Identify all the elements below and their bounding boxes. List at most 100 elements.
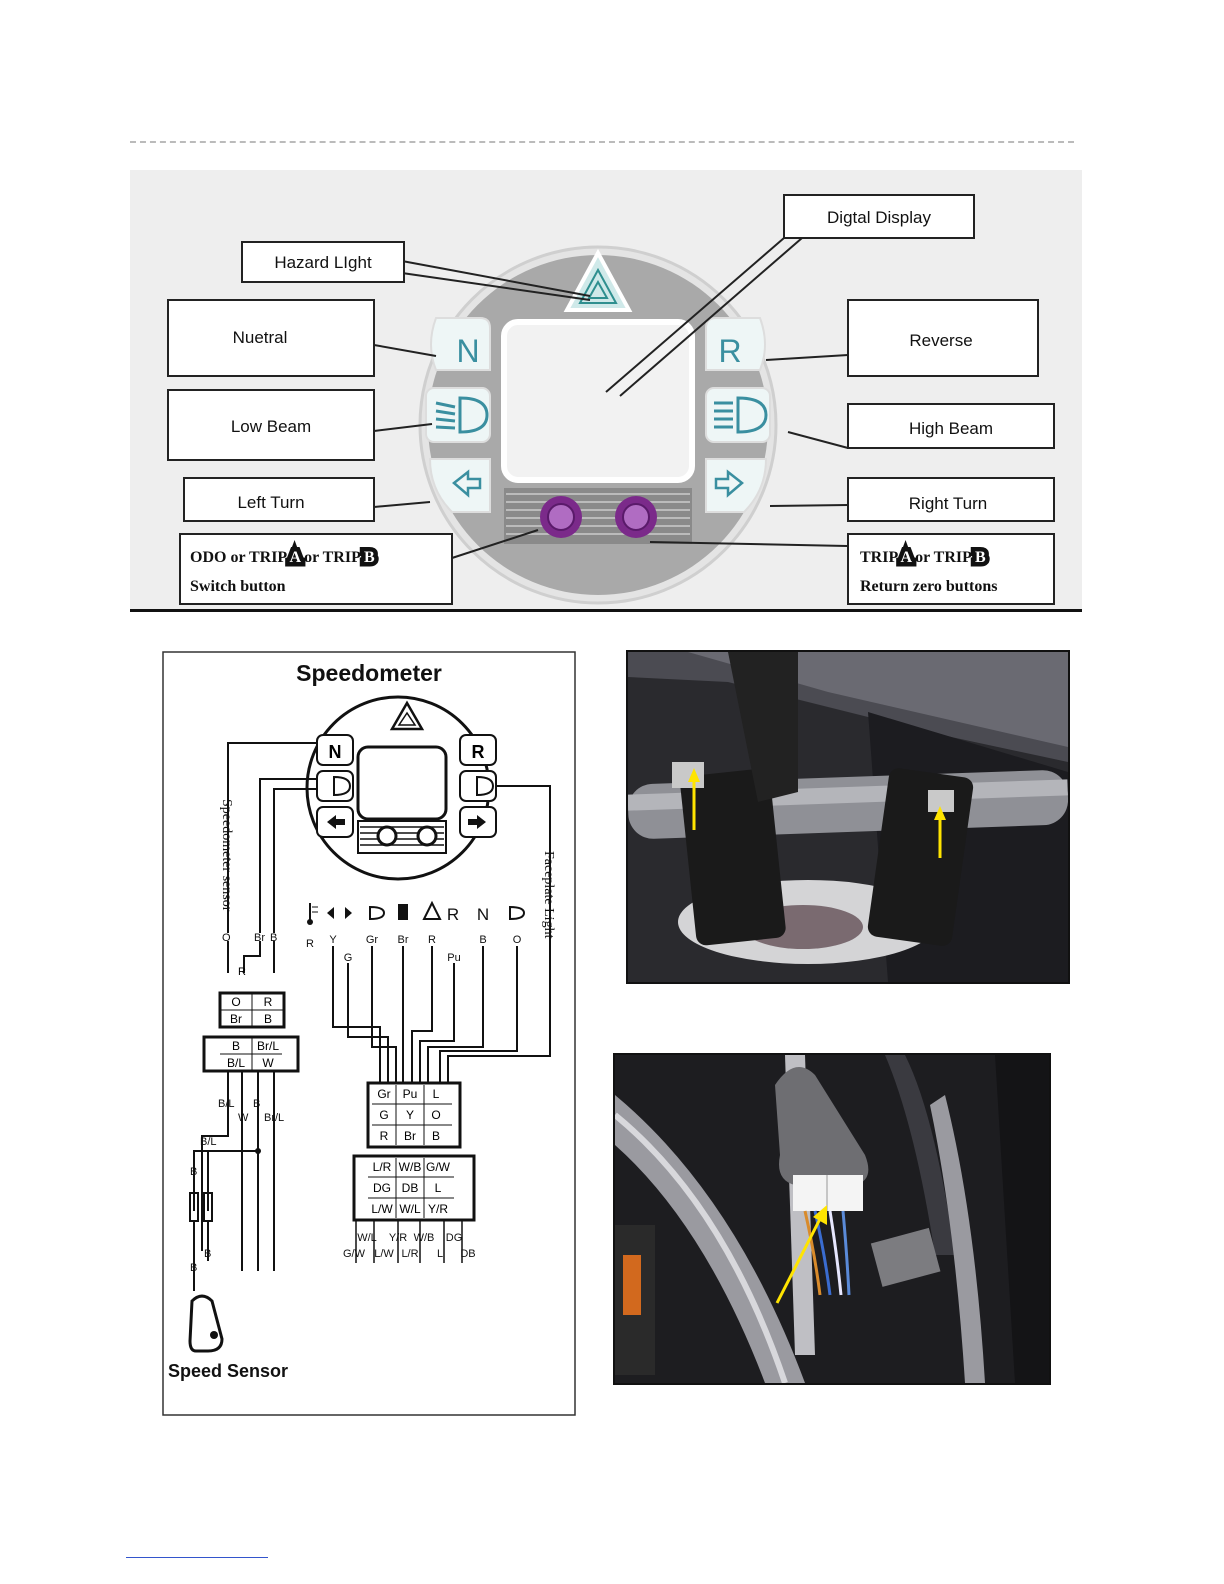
svg-text:W/B: W/B [399,1160,422,1174]
svg-text:L/W: L/W [371,1202,393,1216]
speed-sensor-label: Speed Sensor [168,1361,288,1381]
svg-text:Br: Br [404,1129,416,1143]
svg-text:R: R [306,938,314,950]
right-turn-indicator [705,458,768,513]
svg-text:Y/R: Y/R [428,1202,448,1216]
svg-text:O: O [513,934,522,946]
svg-text:Switch button: Switch button [190,578,286,595]
svg-text:B: B [190,1166,197,1178]
svg-text:DG: DG [373,1181,391,1195]
section-divider [130,609,1082,612]
sensor-harness [189,1071,275,1291]
svg-text:Pu: Pu [447,952,460,964]
highbeam-icon [509,905,526,921]
svg-text:ODO or TRIP A or T: ODO or TRIP A or TRIP B [190,549,375,566]
reverse-symbol: R [447,905,459,924]
warning-icon [422,900,442,920]
svg-text:B: B [264,1012,272,1026]
svg-text:O: O [222,932,231,944]
svg-text:Digtal Display: Digtal Display [827,208,931,227]
svg-text:B: B [190,1262,197,1274]
svg-text:DB: DB [460,1248,475,1260]
svg-text:B/L: B/L [200,1136,217,1148]
svg-text:B: B [253,1098,260,1110]
svg-text:G: G [379,1108,388,1122]
footnote-rule [126,1557,268,1558]
turn-signal-icon [327,907,352,919]
svg-text:B: B [270,932,277,944]
svg-text:O: O [431,1108,440,1122]
svg-text:N: N [329,742,342,762]
svg-text:Hazard LIght: Hazard LIght [274,253,372,272]
speed-sensor-icon [188,1294,224,1353]
svg-text:Y: Y [329,934,337,946]
leader-lines [373,237,849,559]
svg-text:DG: DG [446,1232,463,1244]
callout-reverse: Reverse [847,299,1039,377]
svg-text:R: R [264,995,273,1009]
svg-text:B/L: B/L [227,1056,245,1070]
svg-text:R: R [380,1129,389,1143]
svg-text:Right Turn: Right Turn [909,494,987,513]
callout-high-beam: High Beam [847,403,1055,449]
svg-text:W/L: W/L [399,1202,421,1216]
connector-harness [355,1220,463,1263]
svg-text:O: O [231,995,240,1009]
callout-hazard-light: Hazard LIght [241,241,405,283]
svg-text:Gr: Gr [366,934,379,946]
svg-text:G/W: G/W [426,1160,451,1174]
callout-reset-buttons: TRIP A or TRIP B Return zero buttons [847,533,1055,605]
svg-text:R: R [718,333,741,369]
reverse-indicator: R [705,317,766,371]
svg-text:B: B [432,1129,440,1143]
svg-text:R: R [238,966,246,978]
svg-text:L/R: L/R [373,1160,392,1174]
svg-text:Reverse: Reverse [909,331,972,350]
svg-text:L: L [433,1087,440,1101]
svg-text:Br/L: Br/L [257,1039,279,1053]
button-grille [504,488,692,544]
low-beam-indicator [425,387,491,443]
svg-text:Nuetral: Nuetral [233,328,288,347]
svg-text:B/L: B/L [218,1098,235,1110]
svg-text:L/R: L/R [401,1248,418,1260]
svg-text:W: W [238,1112,249,1124]
svg-text:R: R [428,934,436,946]
photo-wiring-connector [613,1053,1051,1385]
svg-text:Y: Y [406,1108,414,1122]
reset-button[interactable] [615,496,657,538]
switch-button[interactable] [540,496,582,538]
svg-text:R: R [472,742,485,762]
svg-text:Left Turn: Left Turn [237,493,304,512]
sensor-label: Speedometer sensor [219,799,234,912]
svg-text:Low Beam: Low Beam [231,417,311,436]
svg-text:B: B [232,1039,240,1053]
svg-text:N: N [456,333,479,369]
svg-text:Br: Br [254,932,265,944]
callout-low-beam: Low Beam [167,389,375,461]
temperature-icon [307,903,318,925]
speedometer-head-icon: N R [305,695,497,881]
callout-digital-display: Digtal Display [783,194,975,239]
svg-text:G/W: G/W [343,1248,366,1260]
svg-text:Return zero buttons: Return zero buttons [860,578,997,595]
svg-text:Y/R: Y/R [389,1232,407,1244]
left-turn-indicator [428,458,491,513]
svg-text:Br: Br [398,934,409,946]
svg-text:W/B: W/B [414,1232,435,1244]
svg-text:W: W [262,1056,274,1070]
photo-mounting-bolts [626,650,1070,984]
callout-right-turn: Right Turn [847,477,1055,522]
svg-text:DB: DB [402,1181,419,1195]
digital-display-screen [501,319,695,483]
neutral-symbol: N [477,905,489,924]
callout-left-turn: Left Turn [183,477,375,522]
svg-text:L/W: L/W [374,1248,394,1260]
indicator-wire-labels: Y G Gr Br R Pu B O [329,934,521,964]
svg-text:L: L [437,1248,443,1260]
svg-text:G: G [344,952,353,964]
instrument-panel-diagram: N R [130,170,1082,610]
indicator-wires [332,946,518,1083]
svg-text:W/L: W/L [357,1232,377,1244]
svg-text:Br: Br [230,1012,242,1026]
